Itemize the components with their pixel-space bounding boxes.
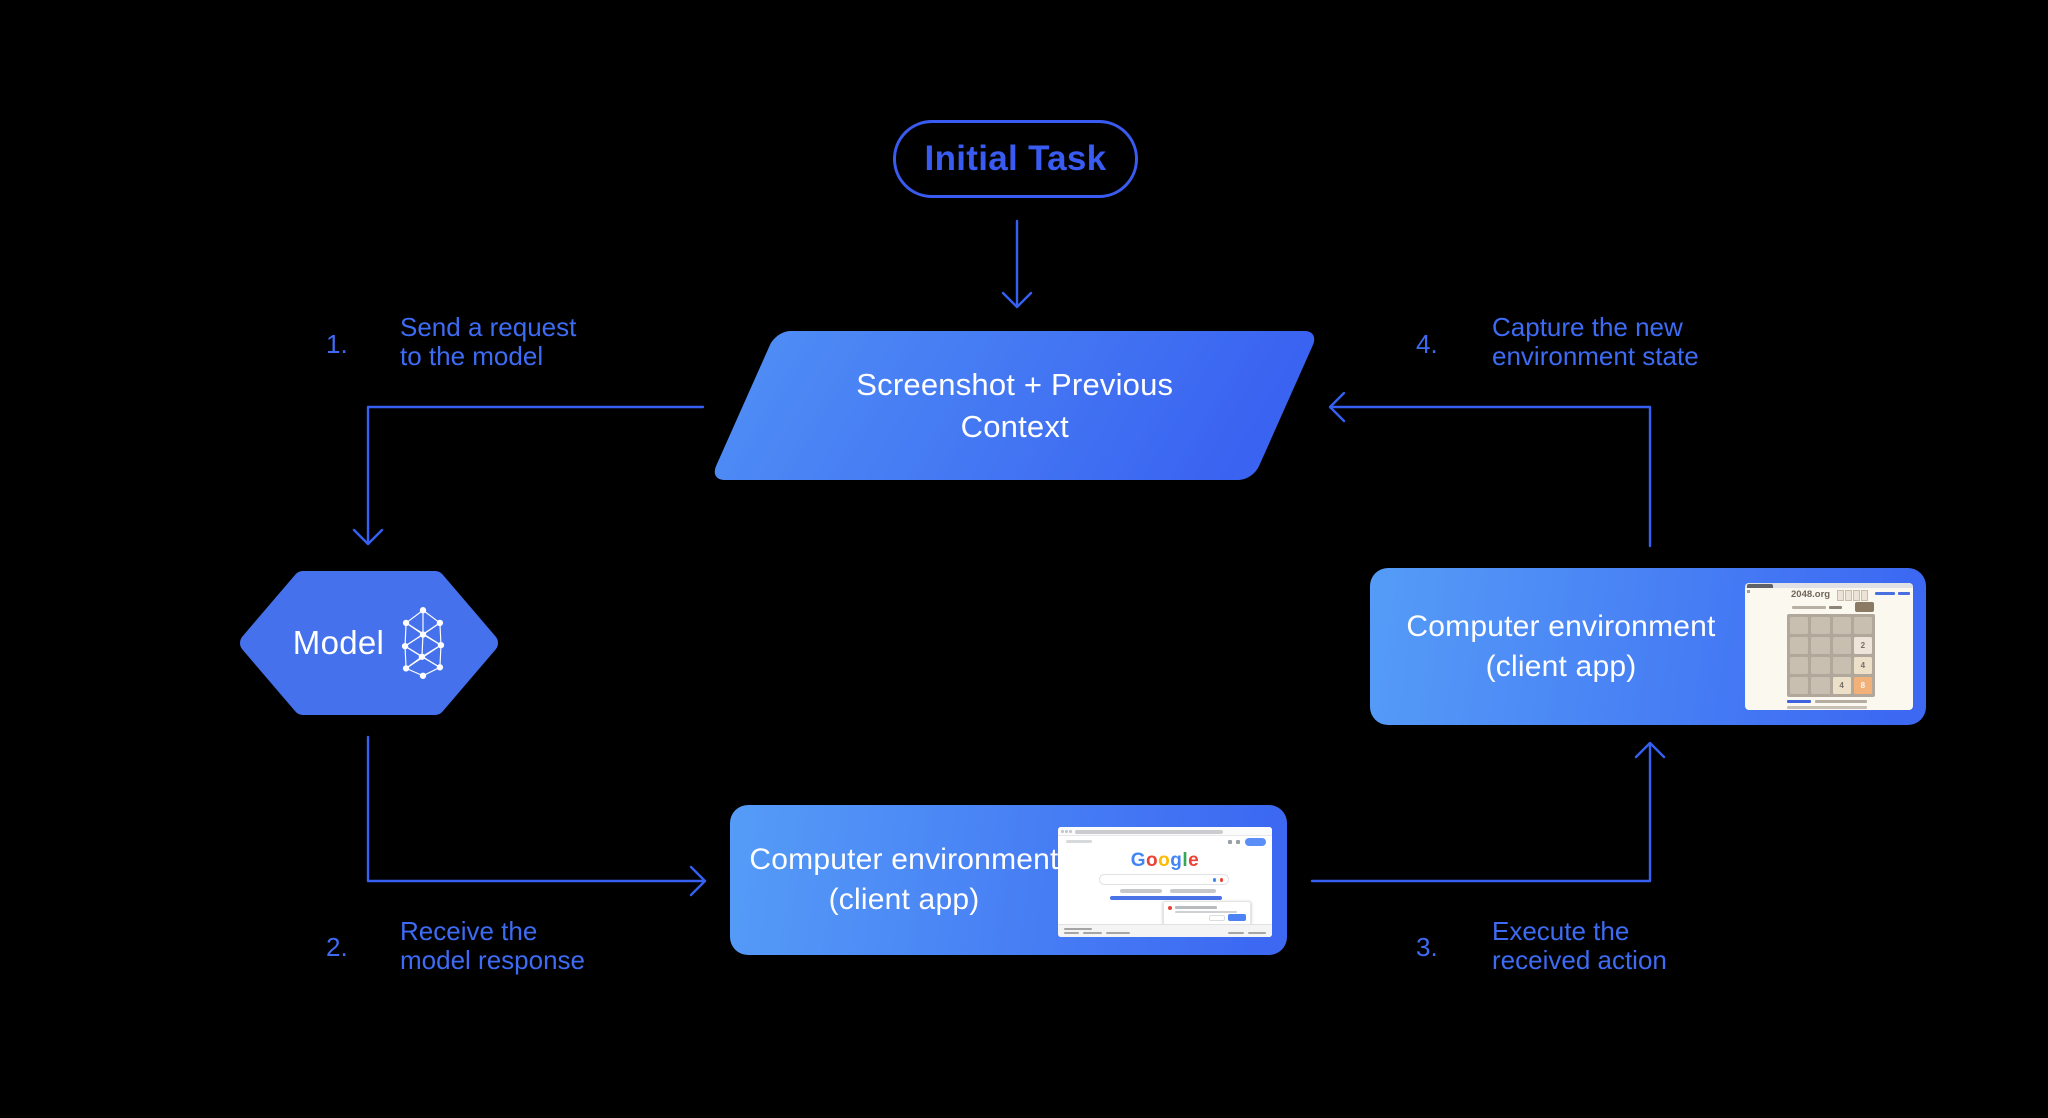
dialog-primary-button: [1228, 914, 1246, 921]
tile-2: 2: [1853, 637, 1872, 654]
node-computer-environment-capture: Computer environment (client app) 2048.o…: [1370, 568, 1926, 725]
page-footer: [1058, 924, 1272, 937]
google-search-button: [1120, 889, 1162, 893]
footer-link: [1228, 931, 1244, 934]
site-title: 2048.org: [1791, 589, 1831, 600]
google-logo: Google: [1058, 851, 1272, 871]
board-cell: [1811, 677, 1830, 694]
dialog-text-line: [1175, 906, 1217, 909]
step-3-label: Execute the received action: [1492, 916, 1667, 975]
feeling-lucky-button: [1170, 889, 1216, 893]
new-game-button: [1855, 602, 1874, 612]
dialog-google-icon: [1168, 906, 1172, 910]
score-box: [1845, 590, 1852, 601]
logo-letter: l: [1182, 850, 1189, 871]
arrow-environment2-to-screenshot: [1328, 391, 1652, 548]
footer-link: [1083, 931, 1102, 934]
computer-environment-label: Computer environment (client app): [1406, 609, 1716, 683]
board-cell: [1811, 637, 1830, 654]
board-cell: [1832, 637, 1851, 654]
node-model: Model: [240, 571, 498, 715]
node-screenshot-context: Screenshot + Previous Context: [709, 331, 1320, 480]
apps-grid-icon: [1228, 840, 1232, 844]
footer-text: [1815, 700, 1867, 703]
board-cell: [1832, 657, 1851, 674]
node-initial-task: Initial Task: [893, 120, 1138, 198]
tile-4: 4: [1832, 677, 1851, 694]
tile-4: 4: [1853, 657, 1872, 674]
footer-link: [1787, 700, 1811, 703]
initial-task-label: Initial Task: [924, 139, 1107, 178]
window-control-dot: [1061, 830, 1064, 833]
footer-link: [1106, 931, 1130, 934]
search-input: [1099, 874, 1229, 885]
board-cell: [1832, 617, 1851, 634]
footer-link: [1248, 931, 1266, 934]
game-board: 2 4 4 8: [1787, 614, 1875, 697]
language-offer-link: [1110, 896, 1222, 900]
screenshot-context-label: Screenshot + Previous Context: [856, 366, 1173, 444]
logo-letter: o: [1146, 850, 1159, 871]
score-box: [1853, 590, 1860, 601]
computer-environment-label: Computer environment (client app): [749, 843, 1059, 916]
window-control-dot: [1069, 830, 1072, 833]
account-icon: [1236, 840, 1240, 844]
step-3-number: 3.: [1416, 932, 1438, 962]
instructions-text: [1829, 606, 1842, 609]
lens-icon: [1219, 878, 1223, 882]
score-box: [1837, 590, 1844, 601]
google-homepage-screenshot: Google: [1058, 827, 1272, 937]
header-link: [1875, 592, 1895, 595]
step-2-number: 2.: [326, 932, 348, 962]
dialog-secondary-button: [1209, 915, 1225, 921]
step-1-number: 1.: [326, 329, 348, 359]
step-2-label: Receive the model response: [400, 916, 585, 975]
sign-in-button: [1245, 838, 1266, 846]
step-4-number: 4.: [1416, 329, 1438, 359]
footer-link: [1064, 931, 1079, 934]
footer-text: [1787, 706, 1867, 709]
window-control-dot: [1065, 830, 1068, 833]
browser-tab-strip: [1745, 583, 1913, 588]
header-link: [1898, 592, 1910, 595]
address-bar: [1075, 830, 1223, 834]
board-cell: [1811, 617, 1830, 634]
board-cell: [1790, 657, 1809, 674]
arrow-model-to-environment: [366, 735, 707, 897]
node-computer-environment-main: Computer environment (client app) Google: [730, 805, 1287, 955]
logo-letter: G: [1130, 850, 1147, 871]
step-4-label: Capture the new environment state: [1492, 312, 1699, 371]
browser-tab: [1747, 584, 1773, 588]
sign-in-dialog: [1163, 901, 1251, 925]
model-label: Model: [292, 624, 385, 661]
game-2048-screenshot: 2048.org 2 4: [1745, 583, 1913, 710]
score-box: [1861, 590, 1868, 601]
board-cell: [1790, 617, 1809, 634]
footer-text: [1064, 927, 1092, 930]
logo-letter: g: [1170, 850, 1183, 871]
board-cell: [1790, 677, 1809, 694]
step-1-label: Send a request to the model: [400, 312, 577, 371]
instructions-text: [1792, 606, 1826, 609]
logo-letter: o: [1158, 850, 1171, 871]
neural-network-icon: [402, 607, 445, 679]
tile-8: 8: [1853, 677, 1872, 694]
logo-letter: e: [1188, 850, 1200, 871]
hexagon-shape: [240, 571, 498, 715]
browser-chrome-bar: [1058, 827, 1272, 836]
arrow-screenshot-to-model: [352, 405, 705, 546]
arrow-task-to-screenshot: [1001, 219, 1033, 309]
board-cell: [1811, 657, 1830, 674]
board-cell: [1790, 637, 1809, 654]
favicon: [1747, 590, 1750, 593]
top-left-links: [1066, 840, 1092, 843]
mic-icon: [1212, 878, 1216, 882]
board-cell: [1853, 617, 1872, 634]
arrow-environment-to-environment2: [1310, 741, 1666, 883]
dialog-text-line: [1175, 910, 1237, 913]
